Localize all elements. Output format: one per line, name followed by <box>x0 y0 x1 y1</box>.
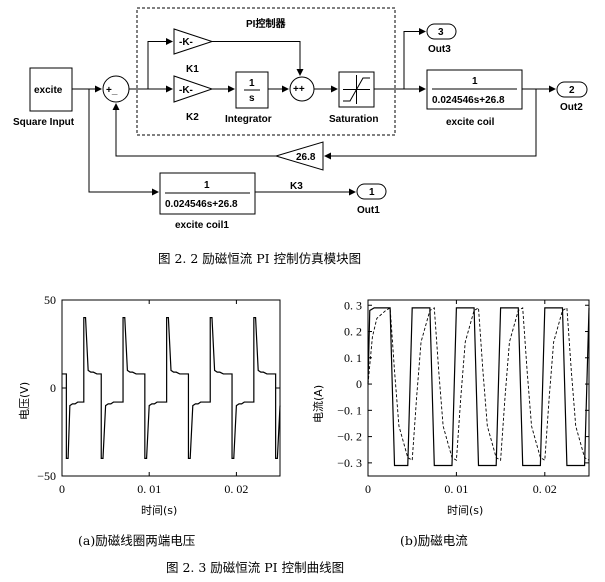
integrator-label: Integrator <box>225 114 272 125</box>
gain-k1[interactable] <box>173 28 214 55</box>
chart-b-series-solid <box>367 307 590 467</box>
chart-b-ytick-label: −0. 2 <box>337 430 362 444</box>
k2-label: K2 <box>186 112 199 123</box>
k1-label: K1 <box>186 64 199 75</box>
out3-port[interactable] <box>426 23 457 40</box>
pi-controller-frame <box>136 7 396 136</box>
chart-a-series-solid <box>62 317 281 459</box>
sum2-signs: ++ <box>293 84 305 95</box>
out1-port[interactable] <box>356 183 387 200</box>
subcaption-a: (a)励磁线圈两端电压 <box>78 533 195 548</box>
gain-k1-text: -K- <box>179 37 193 48</box>
chart-b-ytick-label: 0. 2 <box>344 325 362 339</box>
out1-label: Out1 <box>357 205 380 216</box>
excite-coil1-label: excite coil1 <box>175 220 229 231</box>
chart-b-ytick-label: −0. 3 <box>337 456 362 470</box>
out2-num: 2 <box>569 85 575 96</box>
out1-num: 1 <box>369 187 375 198</box>
gain-k2[interactable] <box>173 75 214 103</box>
chart-a-ytick-label: 0 <box>50 381 56 395</box>
chart-a-xtick-label: 0. 02 <box>224 482 248 496</box>
sum1-signs: +_ <box>106 85 118 96</box>
signal-wires <box>72 28 556 196</box>
excite-coil-label: excite coil <box>446 117 495 128</box>
chart-b-ytick-label: 0. 1 <box>344 351 362 365</box>
figure-2-3-caption: 图 2. 3 励磁恒流 PI 控制曲线图 <box>166 560 344 575</box>
integrator-num: 1 <box>249 78 255 89</box>
chart-a-ylabel: 电压(V) <box>18 382 31 420</box>
chart-b-ytick-label: 0 <box>356 377 362 391</box>
out2-label: Out2 <box>560 102 583 113</box>
chart-a-frame <box>61 299 281 477</box>
pi-controller-label: PI控制器 <box>246 17 286 30</box>
figure-2-2-caption: 图 2. 2 励磁恒流 PI 控制仿真模块图 <box>158 251 361 266</box>
feedback-gain-text: 26.8 <box>296 152 316 163</box>
chart-a-ytick-label: 50 <box>44 293 56 307</box>
excite-coil-den: 0.024546s+26.8 <box>432 95 505 106</box>
gain-k2-text: -K- <box>179 85 193 96</box>
square-input-label: Square Input <box>13 117 75 128</box>
out3-num: 3 <box>438 27 444 38</box>
chart-a-xlabel: 时间(s) <box>141 504 177 517</box>
chart-b-xtick-label: 0. 02 <box>533 482 557 496</box>
chart-a-xtick-label: 0 <box>59 482 65 496</box>
saturation-label: Saturation <box>329 114 378 125</box>
out2-port[interactable] <box>556 81 588 98</box>
chart-b-xtick-label: 0 <box>365 482 371 496</box>
chart-a-xtick-label: 0. 01 <box>137 482 161 496</box>
excite-source-block[interactable] <box>29 67 73 112</box>
subcaption-b: (b)励磁电流 <box>400 533 468 548</box>
out3-label: Out3 <box>428 44 451 55</box>
block-diagram: PI控制器 excite Square Input +_ -K- K1 -K- … <box>13 7 588 266</box>
chart-b-ylabel: 电流(A) <box>311 385 325 423</box>
chart-b-ytick-label: −0. 1 <box>337 403 362 417</box>
excite-source-text: excite <box>34 85 63 96</box>
chart-b-xlabel: 时间(s) <box>447 504 483 517</box>
chart-b-ytick-label: 0. 3 <box>344 298 362 312</box>
excite-coil-num: 1 <box>472 76 478 87</box>
chart-a-ytick-label: −50 <box>37 469 56 483</box>
excite-coil1-num: 1 <box>204 180 210 191</box>
integrator-den: s <box>249 93 255 104</box>
chart-b-series-dashed <box>367 307 590 462</box>
chart-b-frame <box>367 299 590 477</box>
chart-b-xtick-label: 0. 01 <box>444 482 468 496</box>
k3-label: K3 <box>290 181 303 192</box>
feedback-gain[interactable] <box>274 141 324 171</box>
excite-coil1-den: 0.024546s+26.8 <box>165 199 238 210</box>
